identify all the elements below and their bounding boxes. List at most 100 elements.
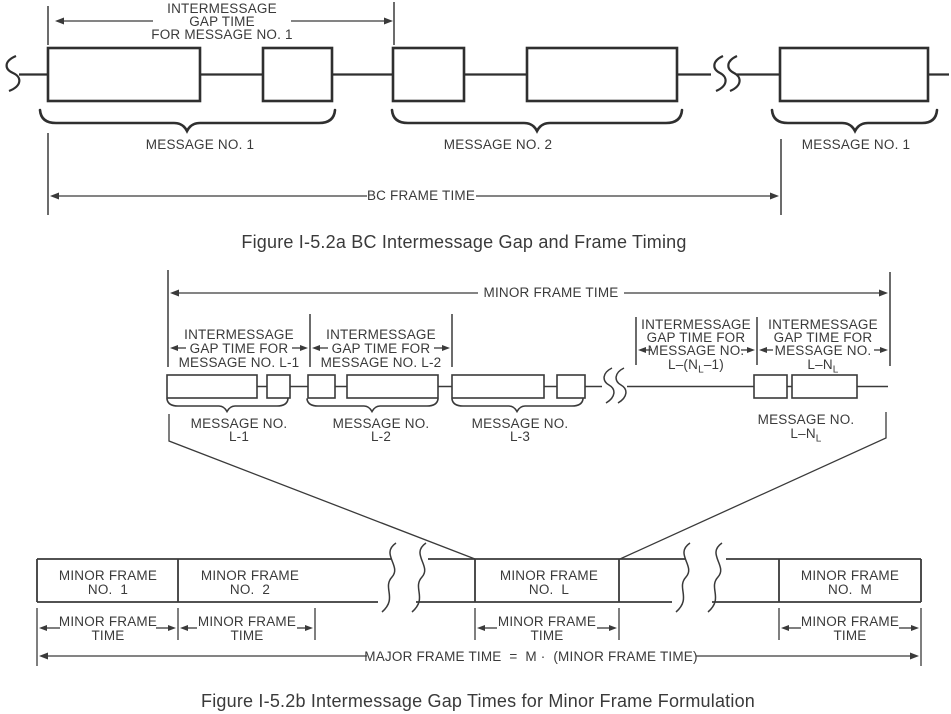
message-box [266, 374, 291, 399]
line-break-squiggle [713, 54, 727, 93]
figure-a-caption: Figure I-5.2a BC Intermessage Gap and Fr… [241, 232, 686, 252]
gap-col-label: INTERMESSAGE [641, 317, 751, 332]
minor-frame-time-label: MINOR FRAME [59, 614, 157, 629]
bc-frame-time-label: BC FRAME TIME [367, 188, 475, 203]
message-label: L-1 [229, 429, 249, 444]
arrowhead-left-icon [477, 625, 485, 631]
underbrace [38, 108, 337, 134]
arrowhead-left-icon [638, 347, 646, 353]
message-label: L-3 [510, 429, 530, 444]
minor-frame-time-label: TIME [230, 628, 263, 643]
gap-col-label: GAP TIME FOR [774, 330, 873, 345]
arrowhead-left-icon [781, 625, 789, 631]
arrowhead-left-icon [50, 192, 59, 200]
message-box [451, 374, 545, 399]
gap-col-label: INTERMESSAGE [184, 327, 294, 342]
underbrace [166, 398, 289, 414]
minor-frame-label: NO. L [529, 582, 570, 597]
arrowhead-left-icon [180, 625, 188, 631]
message-box [346, 374, 439, 399]
minor-frame-label: MINOR FRAME [59, 568, 157, 583]
minor-frame-label: MINOR FRAME [801, 568, 899, 583]
strip-break-squiggle [675, 542, 691, 613]
figure-b-major-frame-row: MINOR FRAME NO. 1 MINOR FRAME NO. 2 MINO… [36, 542, 922, 711]
message-box [778, 46, 930, 103]
arrowhead-left-icon [170, 289, 179, 297]
message-label: MESSAGE NO. [191, 416, 288, 431]
arrowhead-left-icon [759, 347, 767, 353]
gap-col-label: GAP TIME FOR [190, 341, 289, 356]
gap-time-label-line2: GAP TIME [189, 14, 255, 29]
line-break-squiggle [615, 367, 627, 404]
minor-frame-time-label: MINOR FRAME TIME [484, 285, 619, 300]
gap-col-label: INTERMESSAGE [326, 327, 436, 342]
minor-frame-time-label: MINOR FRAME [498, 614, 596, 629]
underbrace [306, 398, 439, 414]
message-box [753, 374, 788, 399]
gap-col-label: GAP TIME FOR [647, 330, 746, 345]
underbrace [770, 108, 939, 134]
arrowhead-right-icon [747, 347, 755, 353]
arrowhead-right-icon [305, 625, 313, 631]
gap-col-label: GAP TIME FOR [332, 341, 431, 356]
minor-frame-label: MINOR FRAME [500, 568, 598, 583]
gap-time-label-line3: FOR MESSAGE NO. 1 [151, 27, 292, 42]
arrowhead-right-icon [910, 652, 919, 660]
minor-frame-time-label: TIME [833, 628, 866, 643]
gap-col-label-subscripted: L–(NL–1) [668, 357, 724, 376]
strip-break-squiggle [381, 542, 397, 613]
message-label: MESSAGE NO. 1 [802, 137, 910, 152]
minor-frame-time-label: MINOR FRAME [198, 614, 296, 629]
minor-frame-label: NO. 1 [88, 582, 128, 597]
arrowhead-left-icon [39, 625, 47, 631]
message-label-subscripted: L–NL [790, 426, 821, 445]
message-label: L-2 [371, 429, 391, 444]
arrowhead-right-icon [609, 625, 617, 631]
message-label: MESSAGE NO. [333, 416, 430, 431]
message-box [791, 374, 858, 399]
gap-col-label: MESSAGE NO. L-1 [179, 355, 300, 370]
expansion-line-left [168, 414, 476, 560]
arrowhead-right-icon [442, 345, 450, 351]
minor-frame-time-label: TIME [91, 628, 124, 643]
message-box [166, 374, 258, 399]
arrowhead-right-icon [300, 345, 308, 351]
minor-frame-time-label: TIME [530, 628, 563, 643]
gap-time-label-line1: INTERMESSAGE [167, 1, 277, 16]
minor-frame-time-label: MINOR FRAME [801, 614, 899, 629]
gap-col-label: MESSAGE NO. [648, 343, 745, 358]
message-label: MESSAGE NO. 1 [146, 137, 254, 152]
message-box [525, 46, 679, 103]
gap-col-label: INTERMESSAGE [768, 317, 878, 332]
line-break-squiggle [5, 54, 21, 93]
gap-col-label: MESSAGE NO. L-2 [321, 355, 442, 370]
line-break-squiggle [727, 54, 741, 93]
underbrace [451, 398, 584, 414]
gap-col-label: MESSAGE NO. [775, 343, 872, 358]
message-label: MESSAGE NO. 2 [444, 137, 552, 152]
message-label: MESSAGE NO. [758, 412, 855, 427]
figure-b-minor-frame-detail: MINOR FRAME TIME INTERMESSAGE GAP TIME F… [166, 270, 891, 560]
line-break-squiggle [603, 367, 615, 404]
message-box [556, 374, 586, 399]
arrowhead-right-icon [770, 192, 779, 200]
arrowhead-left-icon [55, 17, 64, 25]
minor-frame-label: NO. M [828, 582, 872, 597]
arrowhead-left-icon [312, 345, 320, 351]
message-box [391, 46, 466, 103]
strip-break-squiggle [707, 542, 723, 613]
major-frame-time-label: MAJOR FRAME TIME = M · (MINOR FRAME TIME… [364, 649, 697, 664]
minor-frame-label: NO. 2 [230, 582, 270, 597]
figure-b-caption: Figure I-5.2b Intermessage Gap Times for… [201, 691, 755, 711]
message-box [46, 46, 202, 103]
arrowhead-right-icon [168, 625, 176, 631]
arrowhead-left-icon [170, 345, 178, 351]
minor-frame-label: MINOR FRAME [201, 568, 299, 583]
figure-a: INTERMESSAGE GAP TIME FOR MESSAGE NO. 1 … [5, 1, 949, 252]
gap-col-label-subscripted: L–NL [807, 357, 838, 376]
arrowhead-right-icon [384, 17, 393, 25]
expansion-line-right [619, 412, 887, 560]
message-box [261, 46, 334, 103]
